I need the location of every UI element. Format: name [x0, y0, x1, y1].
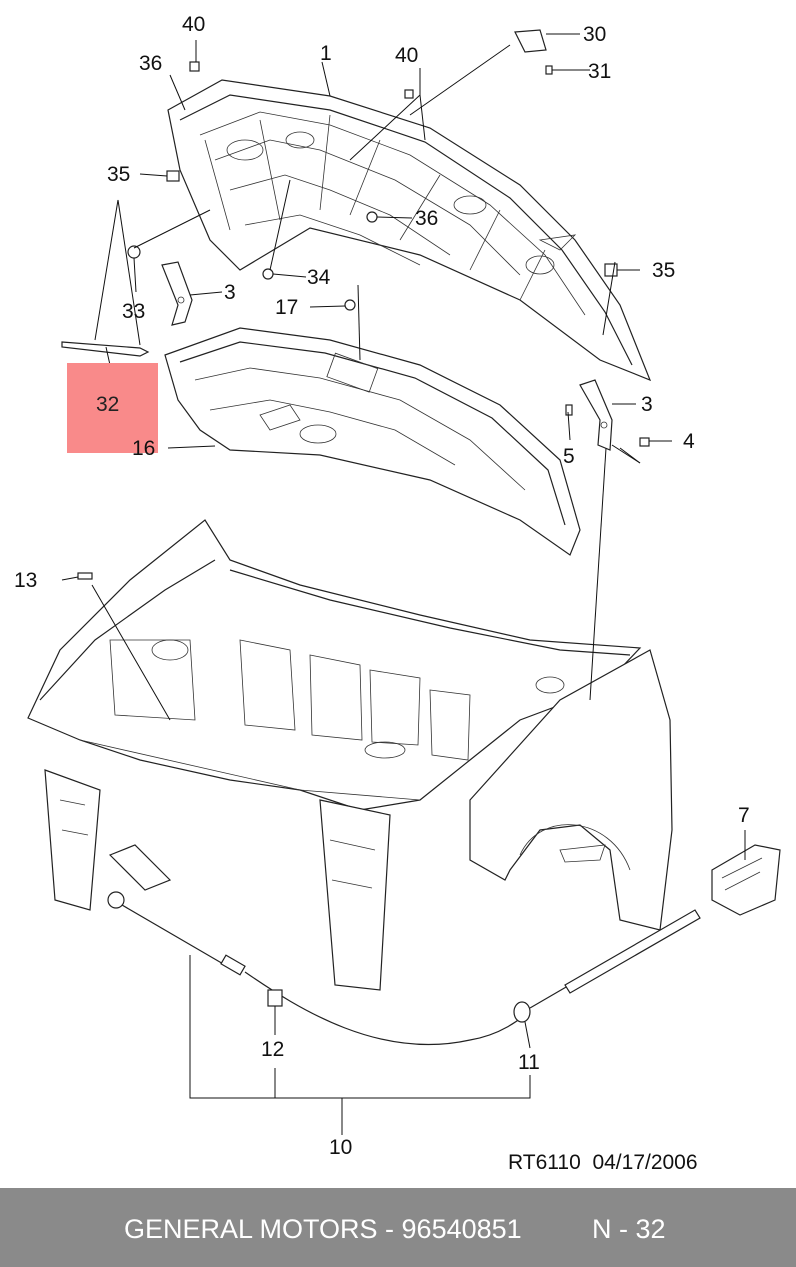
hood-hinge-left — [161, 261, 193, 326]
callout-3a: 3 — [224, 281, 236, 304]
callout-32: 32 — [96, 393, 119, 416]
release-handle — [711, 844, 781, 916]
release-cable — [107, 844, 701, 1046]
callout-11: 11 — [518, 1051, 540, 1074]
callout-3b: 3 — [641, 393, 653, 416]
highlight-box — [67, 363, 158, 453]
callout-30: 30 — [583, 23, 606, 46]
hood-prop-rod — [61, 341, 150, 357]
callout-16: 16 — [132, 437, 155, 460]
footer-part-number: GENERAL MOTORS - 96540851 — [124, 1214, 522, 1244]
callout-12: 12 — [261, 1038, 284, 1061]
hood-panel — [167, 79, 652, 382]
front-fender — [469, 649, 673, 931]
drawing-reference-stamp: RT6110 04/17/2006 — [508, 1151, 698, 1174]
callout-36a: 36 — [139, 52, 162, 75]
callout-35b: 35 — [652, 259, 675, 282]
hood-hardware — [77, 29, 650, 580]
footer-callout-ref: N - 32 — [592, 1214, 666, 1244]
callout-40a: 40 — [182, 13, 205, 36]
leader-lines — [61, 33, 746, 1135]
parts-diagram: 40 36 1 40 30 31 35 36 35 34 33 3 17 32 … — [14, 13, 781, 1159]
callout-7: 7 — [738, 804, 750, 827]
callout-40b: 40 — [395, 44, 418, 67]
callout-5: 5 — [563, 445, 575, 468]
hood-hinge-right — [579, 379, 613, 451]
front-body-structure — [27, 519, 642, 991]
callout-4: 4 — [683, 430, 695, 453]
callout-31: 31 — [588, 60, 611, 83]
callout-13: 13 — [14, 569, 37, 592]
callout-10: 10 — [329, 1136, 352, 1159]
callout-35a: 35 — [107, 163, 130, 186]
callout-labels: 40 36 1 40 30 31 35 36 35 34 33 3 17 32 … — [14, 13, 750, 1159]
footer-bar: GENERAL MOTORS - 96540851 N - 32 — [0, 1188, 796, 1267]
callout-33: 33 — [122, 300, 145, 323]
hood-insulator — [164, 327, 581, 556]
callout-17: 17 — [275, 296, 298, 319]
callout-1: 1 — [320, 42, 332, 65]
callout-34: 34 — [307, 266, 331, 289]
callout-36b: 36 — [415, 207, 438, 230]
